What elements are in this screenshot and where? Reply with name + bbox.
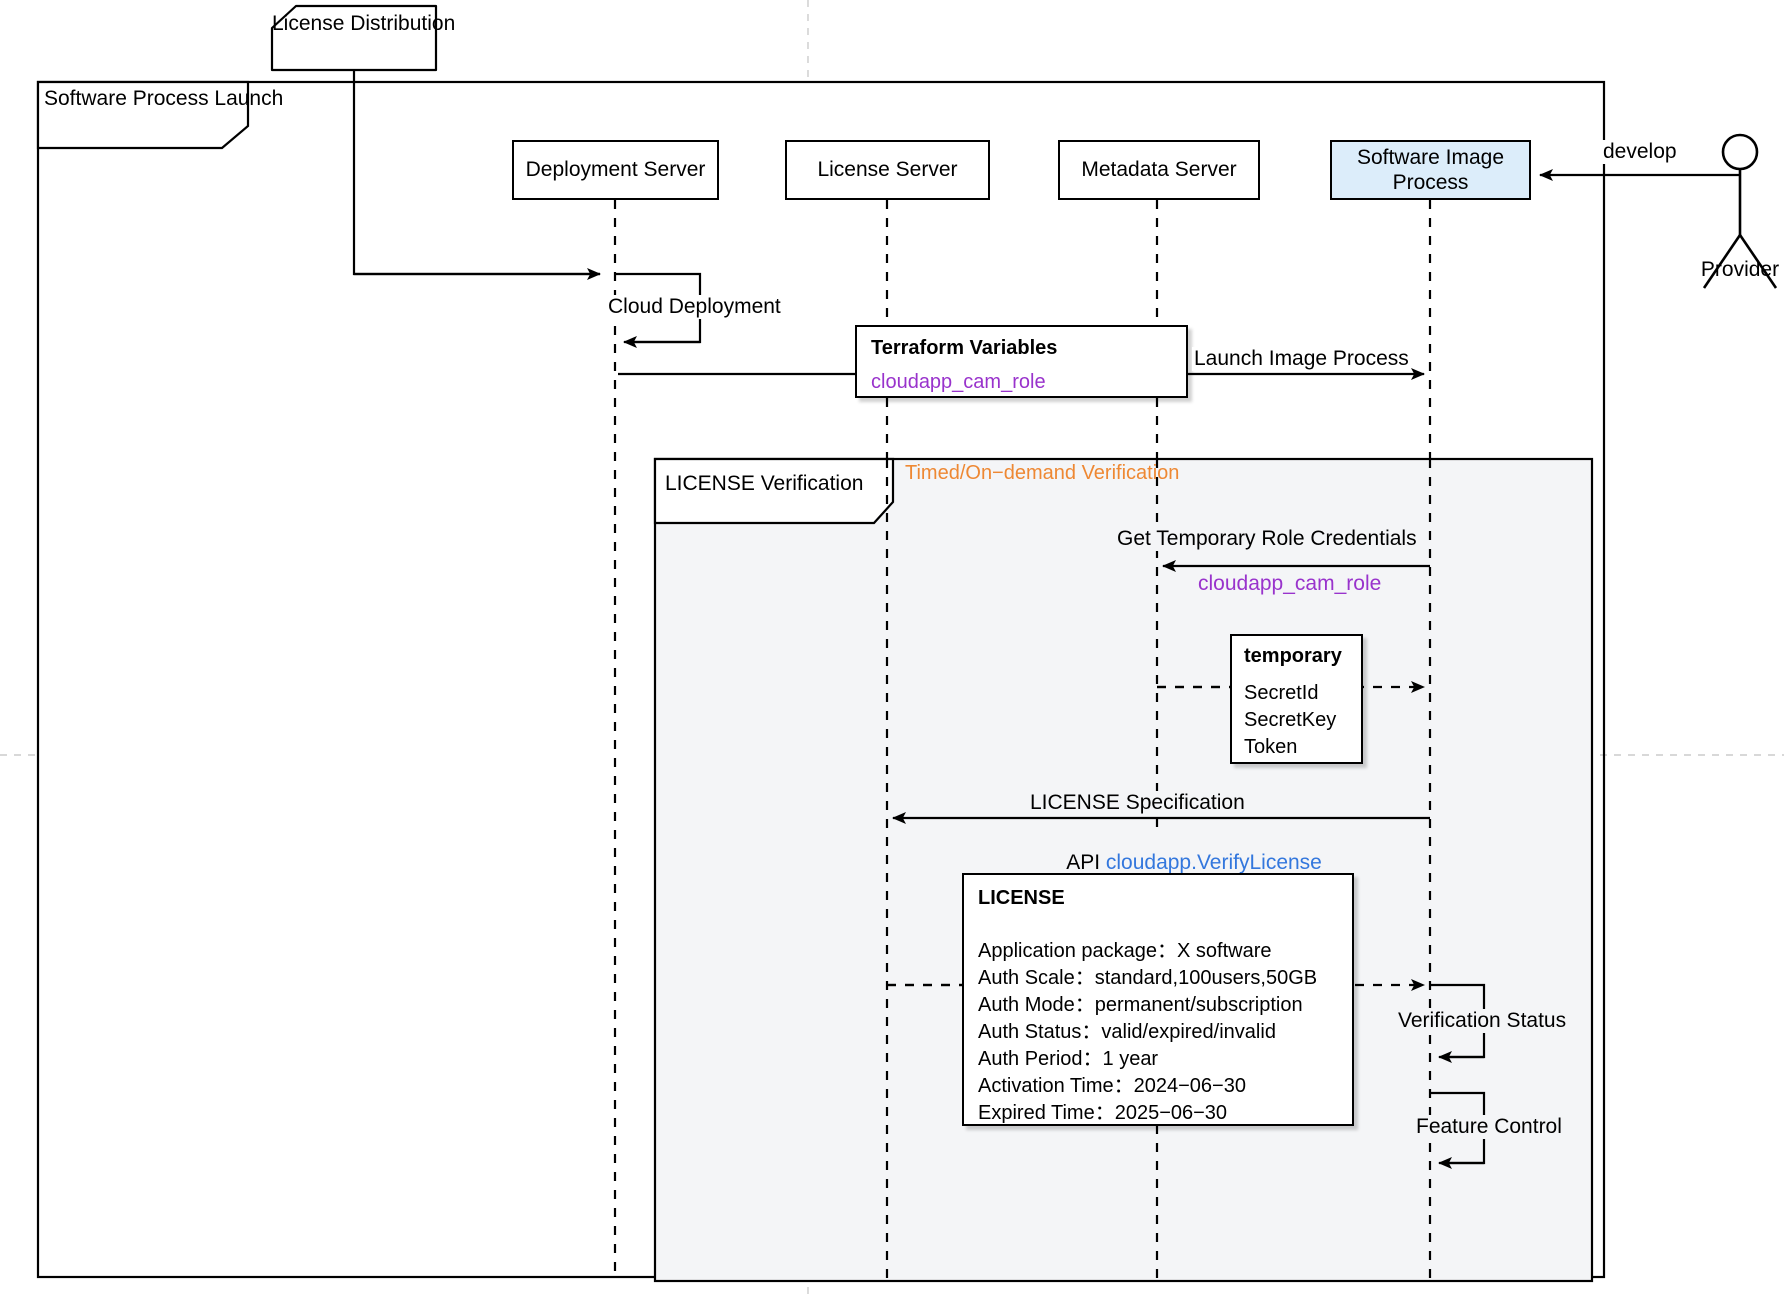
lifeline-header-software-image-process[interactable]: Software Image Process [1330,140,1531,200]
message-get-temp-credentials-sublabel: cloudapp_cam_role [1196,572,1384,597]
note-temporary-line-2: Token [1244,736,1298,758]
lifeline-label-software-image-process: Software Image Process [1356,145,1505,194]
message-feature-control-label: Feature Control [1414,1115,1564,1140]
message-verification-status-label: Verification Status [1396,1009,1569,1034]
fragment-condition-label: Timed/On−demand Verification [905,462,1180,484]
fragment-label-tab [653,457,895,525]
note-temporary-line-1: SecretKey [1244,709,1337,731]
actor-provider-label: Provider [1700,258,1780,281]
message-launch-image-process-label: Launch Image Process [1192,347,1411,372]
outer-frame-label-tab [36,80,250,150]
note-license-line-4: Auth Period：1 year [978,1048,1159,1070]
note-license-line-0: Application package：X software [978,940,1272,962]
lifeline-label-metadata-server: Metadata Server [1081,158,1237,182]
note-temporary-title: temporary [1244,645,1342,667]
note-license-line-5: Activation Time：2024−06−30 [978,1075,1246,1097]
actor-provider-figure [1702,133,1778,289]
note-license-line-2: Auth Mode：permanent/subscription [978,994,1303,1016]
note-license-line-6: Expired Time：2025−06−30 [978,1102,1228,1124]
message-license-specification-label: LICENSE Specification [1028,791,1247,816]
lifeline-label-license-server: License Server [817,158,958,182]
outer-frame-label: Software Process Launch [44,87,284,110]
note-temporary-line-0: SecretId [1244,682,1319,704]
message-license-specification-api-name: cloudapp.VerifyLicense [1105,851,1322,875]
lifelines-over-fragment [885,459,1432,1281]
lifeline-header-license-server[interactable]: License Server [785,140,990,200]
lifeline-header-deployment-server[interactable]: Deployment Server [512,140,719,200]
message-license-specification-api-prefix: API [1066,851,1106,875]
license-distribution-note-label: License Distribution [272,12,456,35]
note-temporary: temporary SecretId SecretKey Token [1230,634,1363,764]
note-license-title: LICENSE [978,887,1065,909]
message-develop-label: develop [1601,140,1679,165]
note-license-line-3: Auth Status：valid/expired/invalid [978,1021,1276,1043]
message-get-temp-credentials-label: Get Temporary Role Credentials [1115,527,1419,552]
fragment-label: LICENSE Verification [665,472,864,495]
note-license: LICENSE Application package：X software A… [962,873,1354,1126]
lifeline-header-metadata-server[interactable]: Metadata Server [1058,140,1260,200]
note-license-line-1: Auth Scale：standard,100users,50GB [978,967,1318,989]
note-terraform-variables: Terraform Variables cloudapp_cam_role [855,325,1188,398]
note-terraform-variables-title: Terraform Variables [871,337,1058,359]
lifeline-label-deployment-server: Deployment Server [525,158,706,182]
message-cloud-deployment-label: Cloud Deployment [606,295,783,320]
note-terraform-variables-line-0: cloudapp_cam_role [871,371,1046,393]
